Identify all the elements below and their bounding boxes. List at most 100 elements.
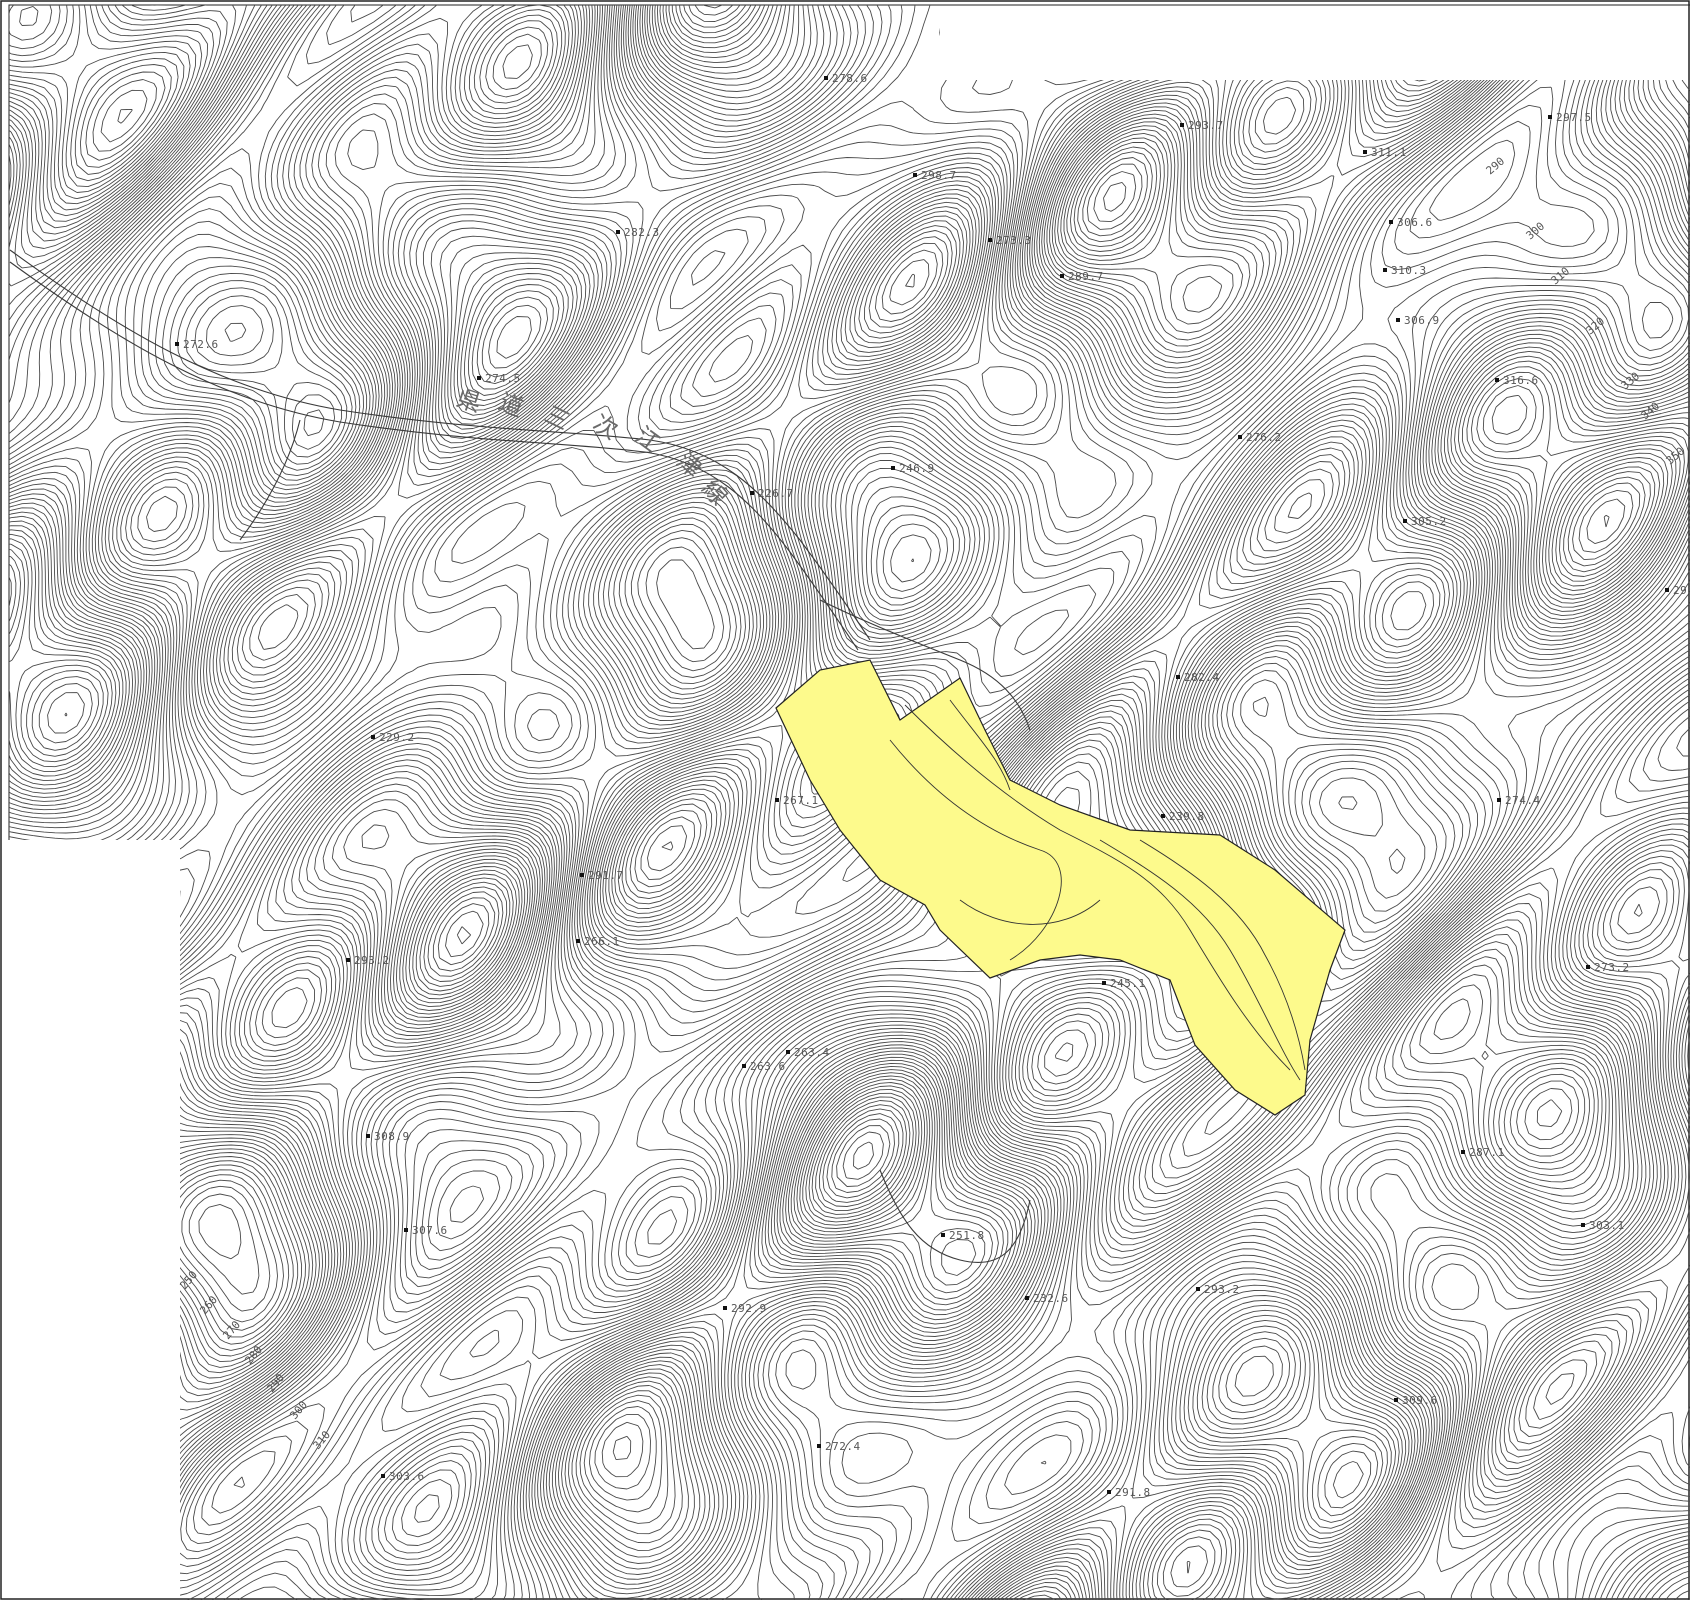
spot-height: 272.4: [817, 1440, 861, 1453]
contour-line: [9, 1096, 914, 1600]
contour-line: [1603, 514, 1610, 528]
spot-height-label: 293.2: [1204, 1283, 1240, 1296]
spot-height-label: 226.7: [758, 487, 794, 500]
spot-height-marker: [1403, 519, 1407, 523]
spot-height-label: 306.9: [1404, 314, 1440, 327]
contour-line: [9, 1100, 911, 1600]
contour-line: [9, 533, 1690, 1600]
contour-line: [19, 5, 1690, 810]
spot-height-label: 276.2: [1246, 431, 1282, 444]
spot-height: 309.6: [1394, 1394, 1437, 1407]
contour-line: [481, 5, 1690, 608]
spot-height-marker: [1497, 798, 1501, 802]
highlighted-area-contour: [949, 699, 1011, 791]
spot-height: 246.9: [891, 462, 934, 475]
spot-height: 266.1: [576, 935, 620, 948]
contour-line: [496, 5, 1677, 600]
contour-line: [691, 5, 1634, 553]
spot-height-label: 272.4: [825, 1440, 861, 1453]
spot-height-marker: [1665, 588, 1669, 592]
contour-line: [9, 1104, 907, 1600]
spot-height-label: 272.6: [183, 338, 219, 351]
spot-height-label: 278.6: [832, 72, 868, 85]
spot-height-marker: [1060, 274, 1064, 278]
spot-height-label: 292.6: [1673, 584, 1690, 597]
contour-line: [9, 259, 1690, 1600]
spot-height-marker: [750, 491, 754, 495]
spot-height-marker: [1396, 318, 1400, 322]
spot-height-marker: [1238, 435, 1242, 439]
spot-height-marker: [1161, 814, 1165, 818]
spot-height: 310.3: [1383, 264, 1427, 277]
spot-height: 303.1: [1581, 1219, 1624, 1232]
spot-height-marker: [346, 958, 350, 962]
contour-index-label: 330: [1619, 370, 1643, 393]
spot-height-marker: [175, 342, 179, 346]
spot-height-label: 266.1: [584, 935, 620, 948]
contour-line: [9, 5, 1690, 1469]
spot-height: 276.2: [1238, 431, 1282, 444]
contour-index-label: 350: [1664, 445, 1688, 468]
contour-line: [9, 1564, 36, 1600]
spot-height-marker: [366, 1134, 370, 1138]
spot-height-marker: [1363, 150, 1367, 154]
spot-height-marker: [580, 873, 584, 877]
highlighted-area-contour: [1139, 839, 1306, 1071]
spot-height-label: 292.9: [731, 1302, 767, 1315]
spot-height-marker: [1461, 1150, 1465, 1154]
spot-height-marker: [775, 798, 779, 802]
spot-height: 306.6: [1389, 216, 1432, 229]
spot-height-marker: [477, 376, 481, 380]
spot-height-label: 310.3: [1391, 264, 1427, 277]
spot-height-label: 273.3: [996, 234, 1032, 247]
spot-height-marker: [404, 1228, 408, 1232]
spot-height: 292.6: [1665, 584, 1690, 597]
spot-height-marker: [742, 1064, 746, 1068]
spot-height-label: 251.8: [949, 1229, 985, 1242]
spot-height-label: 245.1: [1110, 977, 1146, 990]
spot-height: 289.7: [1060, 270, 1103, 283]
spot-height: 267.1: [775, 794, 818, 807]
spot-height-marker: [1389, 220, 1393, 224]
spot-height: 226.7: [750, 487, 794, 500]
spot-height-marker: [1025, 1296, 1029, 1300]
spot-height: 245.1: [1102, 977, 1146, 990]
contour-line: [9, 5, 1690, 1464]
spot-height-marker: [988, 238, 992, 242]
spot-height-marker: [1586, 965, 1590, 969]
spot-height-label: 297.5: [1556, 111, 1592, 124]
spot-height-marker: [817, 1444, 821, 1448]
spot-height: 307.6: [404, 1224, 447, 1237]
spot-height: 316.6: [1495, 374, 1538, 387]
contour-line: [9, 5, 1690, 1405]
spot-height: 251.8: [941, 1229, 985, 1242]
contour-line: [699, 5, 1626, 545]
spot-height-marker: [1196, 1287, 1200, 1291]
spot-height: 229.2: [371, 731, 415, 744]
spot-height: 282.4: [1176, 671, 1220, 684]
contour-line: [9, 5, 1690, 1538]
road-lines: [9, 249, 1031, 1264]
spot-height-marker: [576, 939, 580, 943]
spot-height-label: 263.4: [794, 1046, 830, 1059]
spot-height-label: 311.1: [1371, 146, 1407, 159]
contour-index-label: 310: [1549, 265, 1573, 288]
spot-height-label: 229.2: [379, 731, 415, 744]
spot-height-marker: [941, 1233, 945, 1237]
spot-height-label: 291.8: [1115, 1486, 1151, 1499]
spot-height-marker: [891, 466, 895, 470]
road-edge: [9, 249, 871, 641]
spot-height: 306.9: [1396, 314, 1440, 327]
spot-height: 278.6: [824, 72, 868, 85]
spot-height-marker: [1495, 378, 1499, 382]
highlighted-area-contour: [959, 899, 1101, 925]
spot-height-label: 282.4: [1184, 671, 1220, 684]
spot-height-marker: [1176, 675, 1180, 679]
spot-height: 282.3: [616, 226, 659, 239]
contour-line: [9, 5, 1690, 1438]
